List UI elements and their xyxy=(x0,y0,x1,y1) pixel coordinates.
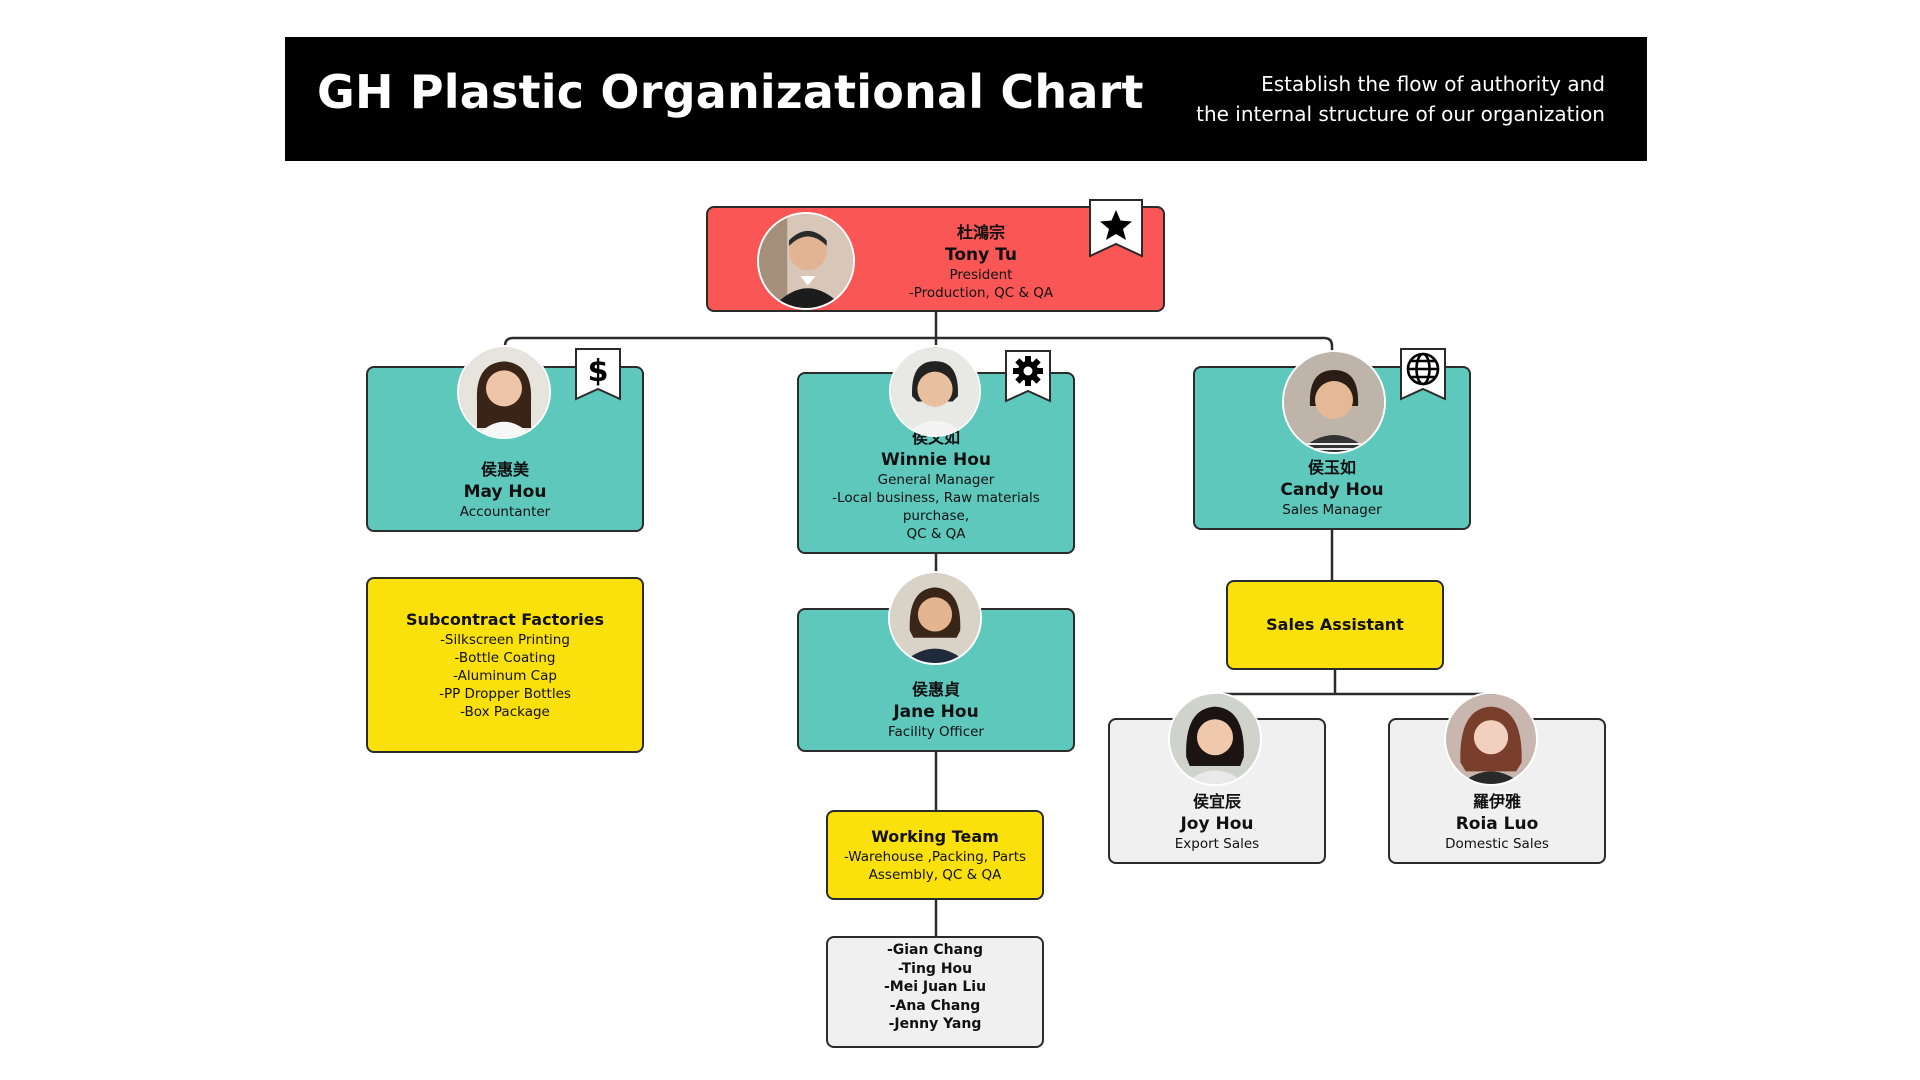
export-sales-avatar xyxy=(1168,692,1262,786)
header-banner: GH Plastic Organizational Chart Establis… xyxy=(285,37,1647,161)
subcontract-item: -Aluminum Cap xyxy=(453,668,557,684)
team-members-card: -Gian Chang -Ting Hou -Mei Juan Liu -Ana… xyxy=(826,936,1044,1048)
export-sales-role: Export Sales xyxy=(1174,836,1260,852)
export-sales-name-cn: 侯宜辰 xyxy=(1192,792,1241,811)
general-manager-card: 侯文如 Winnie Hou General Manager -Local bu… xyxy=(797,372,1075,554)
accountant-avatar xyxy=(457,345,551,439)
president-note: -Production, QC & QA xyxy=(908,285,1054,301)
facility-role: Facility Officer xyxy=(887,724,984,740)
page-title: GH Plastic Organizational Chart xyxy=(317,65,1144,119)
gear-icon xyxy=(1004,349,1052,403)
subcontract-item: -PP Dropper Bottles xyxy=(439,686,571,702)
president-avatar xyxy=(757,212,855,310)
domestic-sales-card: 羅伊雅 Roia Luo Domestic Sales xyxy=(1388,718,1606,864)
dollar-icon: $ xyxy=(574,347,622,401)
svg-text:$: $ xyxy=(588,354,609,389)
accountant-name-en: May Hou xyxy=(463,482,547,502)
team-member: -Ana Chang xyxy=(889,997,981,1014)
president-text: 杜鴻宗 Tony Tu President -Production, QC & … xyxy=(858,222,1104,302)
domestic-sales-name-en: Roia Luo xyxy=(1455,814,1539,834)
subcontract-item: -Box Package xyxy=(460,704,550,720)
export-sales-name-en: Joy Hou xyxy=(1180,814,1254,834)
gm-role: General Manager xyxy=(877,472,995,488)
team-member: -Gian Chang xyxy=(886,942,984,959)
subtitle-line-2: the internal structure of our organizati… xyxy=(1196,102,1605,126)
domestic-sales-name-cn: 羅伊雅 xyxy=(1472,792,1521,811)
facility-name-en: Jane Hou xyxy=(893,702,979,722)
working-team-card: Working Team -Warehouse ,Packing, Parts … xyxy=(826,810,1044,900)
gm-note-line-2: QC & QA xyxy=(906,526,966,542)
team-member: -Jenny Yang xyxy=(888,1016,982,1033)
sales-assistant-title: Sales Assistant xyxy=(1266,615,1404,634)
accountant-role: Accountanter xyxy=(459,504,551,520)
subcontract-item: -Bottle Coating xyxy=(454,650,556,666)
globe-icon xyxy=(1399,347,1447,401)
working-team-title: Working Team xyxy=(871,827,999,846)
gm-note-line-1: -Local business, Raw materials purchase, xyxy=(832,490,1040,524)
domestic-sales-avatar xyxy=(1444,692,1538,786)
sales-manager-avatar xyxy=(1282,350,1386,454)
gm-name-en: Winnie Hou xyxy=(880,450,992,470)
facility-avatar xyxy=(888,571,982,665)
team-member: -Ting Hou xyxy=(897,960,973,977)
gm-avatar xyxy=(889,345,981,437)
star-icon xyxy=(1088,198,1144,258)
president-name-en: Tony Tu xyxy=(945,245,1017,265)
subcontract-item: -Silkscreen Printing xyxy=(440,632,570,648)
working-team-note-line-2: Assembly, QC & QA xyxy=(868,867,1002,883)
subcontract-title: Subcontract Factories xyxy=(406,610,604,629)
sales-assistant-card: Sales Assistant xyxy=(1226,580,1444,670)
page-subtitle: Establish the flow of authority and the … xyxy=(1196,69,1605,129)
president-role: President xyxy=(949,267,1013,283)
domestic-sales-role: Domestic Sales xyxy=(1445,836,1549,852)
sales-manager-name-cn: 侯玉如 xyxy=(1307,458,1356,477)
sales-manager-role: Sales Manager xyxy=(1282,502,1382,518)
sales-manager-name-en: Candy Hou xyxy=(1280,480,1384,500)
accountant-name-cn: 侯惠美 xyxy=(480,460,529,479)
connector-top-branch xyxy=(503,336,1334,366)
subcontract-factories-card: Subcontract Factories -Silkscreen Printi… xyxy=(366,577,644,753)
facility-name-cn: 侯惠貞 xyxy=(911,680,960,699)
working-team-note-line-1: -Warehouse ,Packing, Parts xyxy=(843,849,1027,865)
team-member: -Mei Juan Liu xyxy=(883,979,987,996)
president-name-cn: 杜鴻宗 xyxy=(956,223,1005,242)
subtitle-line-1: Establish the flow of authority and xyxy=(1261,72,1605,96)
